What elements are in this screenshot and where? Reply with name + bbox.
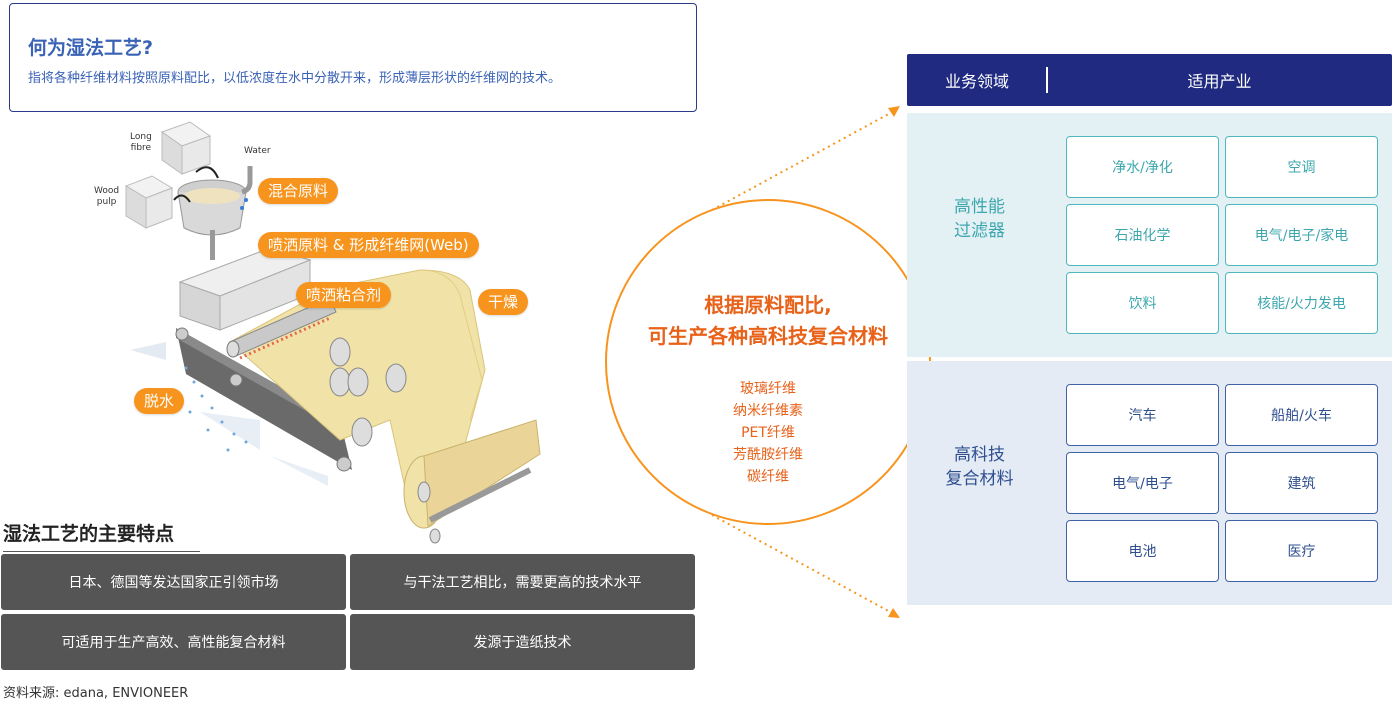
label-water: Water	[244, 146, 271, 156]
wood-pulp-cube	[124, 175, 174, 229]
tag-spray-web: 喷洒原料 & 形成纤维网(Web)	[258, 232, 479, 258]
industry-cell: 核能/火力发电	[1225, 272, 1378, 334]
drying-rollers	[329, 337, 407, 447]
table-header: 业务领域 适用产业	[907, 54, 1392, 106]
circle-headline: 根据原料配比, 可生产各种高科技复合材料	[605, 290, 931, 352]
group-label-line: 过滤器	[954, 221, 1005, 241]
circle-headline-line2: 可生产各种高科技复合材料	[648, 324, 888, 348]
feature-item: 发源于造纸技术	[350, 614, 695, 670]
mixing-tank	[173, 166, 253, 260]
definition-title: 何为湿法工艺?	[28, 37, 154, 59]
source-note: 资料来源: edana, ENVIONEER	[3, 686, 189, 701]
material-item: 碳纤维	[747, 469, 789, 485]
features-underline	[3, 551, 200, 552]
material-item: PET纤维	[741, 425, 795, 441]
group-label-line: 高性能	[954, 197, 1005, 217]
industry-cell: 空调	[1225, 136, 1378, 198]
group-label-line: 高科技	[954, 445, 1005, 465]
process-illustration: Long fibre Water Wood pulp 混合原料 喷洒原料 & 形…	[90, 120, 570, 550]
forming-conveyor	[175, 327, 352, 472]
arrowhead-top	[888, 106, 900, 117]
tag-binder: 喷洒粘合剂	[296, 282, 392, 308]
tag-dry: 干燥	[478, 289, 529, 315]
label-long-fibre: Long fibre	[130, 132, 152, 153]
materials-list: 玻璃纤维 纳米纤维素 PET纤维 芳酰胺纤维 碳纤维	[605, 378, 931, 488]
tag-dewater: 脱水	[134, 388, 185, 414]
industry-cell: 净水/净化	[1066, 136, 1219, 198]
group-label-filter: 高性能 过滤器	[907, 195, 1052, 243]
industry-cell: 船舶/火车	[1225, 384, 1378, 446]
industry-cell: 建筑	[1225, 452, 1378, 514]
output-roll	[403, 419, 541, 544]
group-label-composite: 高科技 复合材料	[907, 443, 1052, 491]
circle-headline-line1: 根据原料配比,	[704, 293, 832, 317]
group-label-line: 复合材料	[945, 469, 1014, 489]
binder-spray-roller	[226, 297, 337, 360]
definition-text: 指将各种纤维材料按照原料配比，以低浓度在水中分散开来，形成薄层形状的纤维网的技术…	[28, 71, 562, 86]
industry-cell: 汽车	[1066, 384, 1219, 446]
feature-item: 可适用于生产高效、高性能复合材料	[1, 614, 346, 670]
wet-laid-machine-illustration	[124, 121, 541, 544]
headbox	[178, 247, 312, 331]
material-item: 玻璃纤维	[740, 381, 796, 397]
industry-cell: 电气/电子/家电	[1225, 204, 1378, 266]
definition-box	[9, 3, 697, 112]
industry-cell: 电气/电子	[1066, 452, 1219, 514]
arrowhead-bottom	[888, 608, 900, 618]
features-title: 湿法工艺的主要特点	[3, 523, 175, 545]
connector-bottom	[711, 514, 895, 615]
connector-top	[711, 109, 897, 211]
materials-circle	[605, 199, 931, 525]
industry-cell: 电池	[1066, 520, 1219, 582]
header-industries: 适用产业	[1187, 72, 1252, 91]
material-item: 纳米纤维素	[733, 403, 803, 419]
feature-item: 与干法工艺相比，需要更高的技术水平	[350, 554, 695, 610]
industry-cell: 饮料	[1066, 272, 1219, 334]
industry-cell: 医疗	[1225, 520, 1378, 582]
material-item: 芳酰胺纤维	[733, 447, 803, 463]
header-separator	[1046, 67, 1048, 93]
tag-mix-materials: 混合原料	[258, 178, 339, 204]
feature-item: 日本、德国等发达国家正引领市场	[1, 554, 346, 610]
long-fibre-cube	[160, 121, 212, 175]
header-business-area: 业务领域	[944, 72, 1009, 91]
label-wood-pulp: Wood pulp	[94, 186, 120, 207]
dewatering-drops	[130, 342, 328, 486]
industry-cell: 石油化学	[1066, 204, 1219, 266]
